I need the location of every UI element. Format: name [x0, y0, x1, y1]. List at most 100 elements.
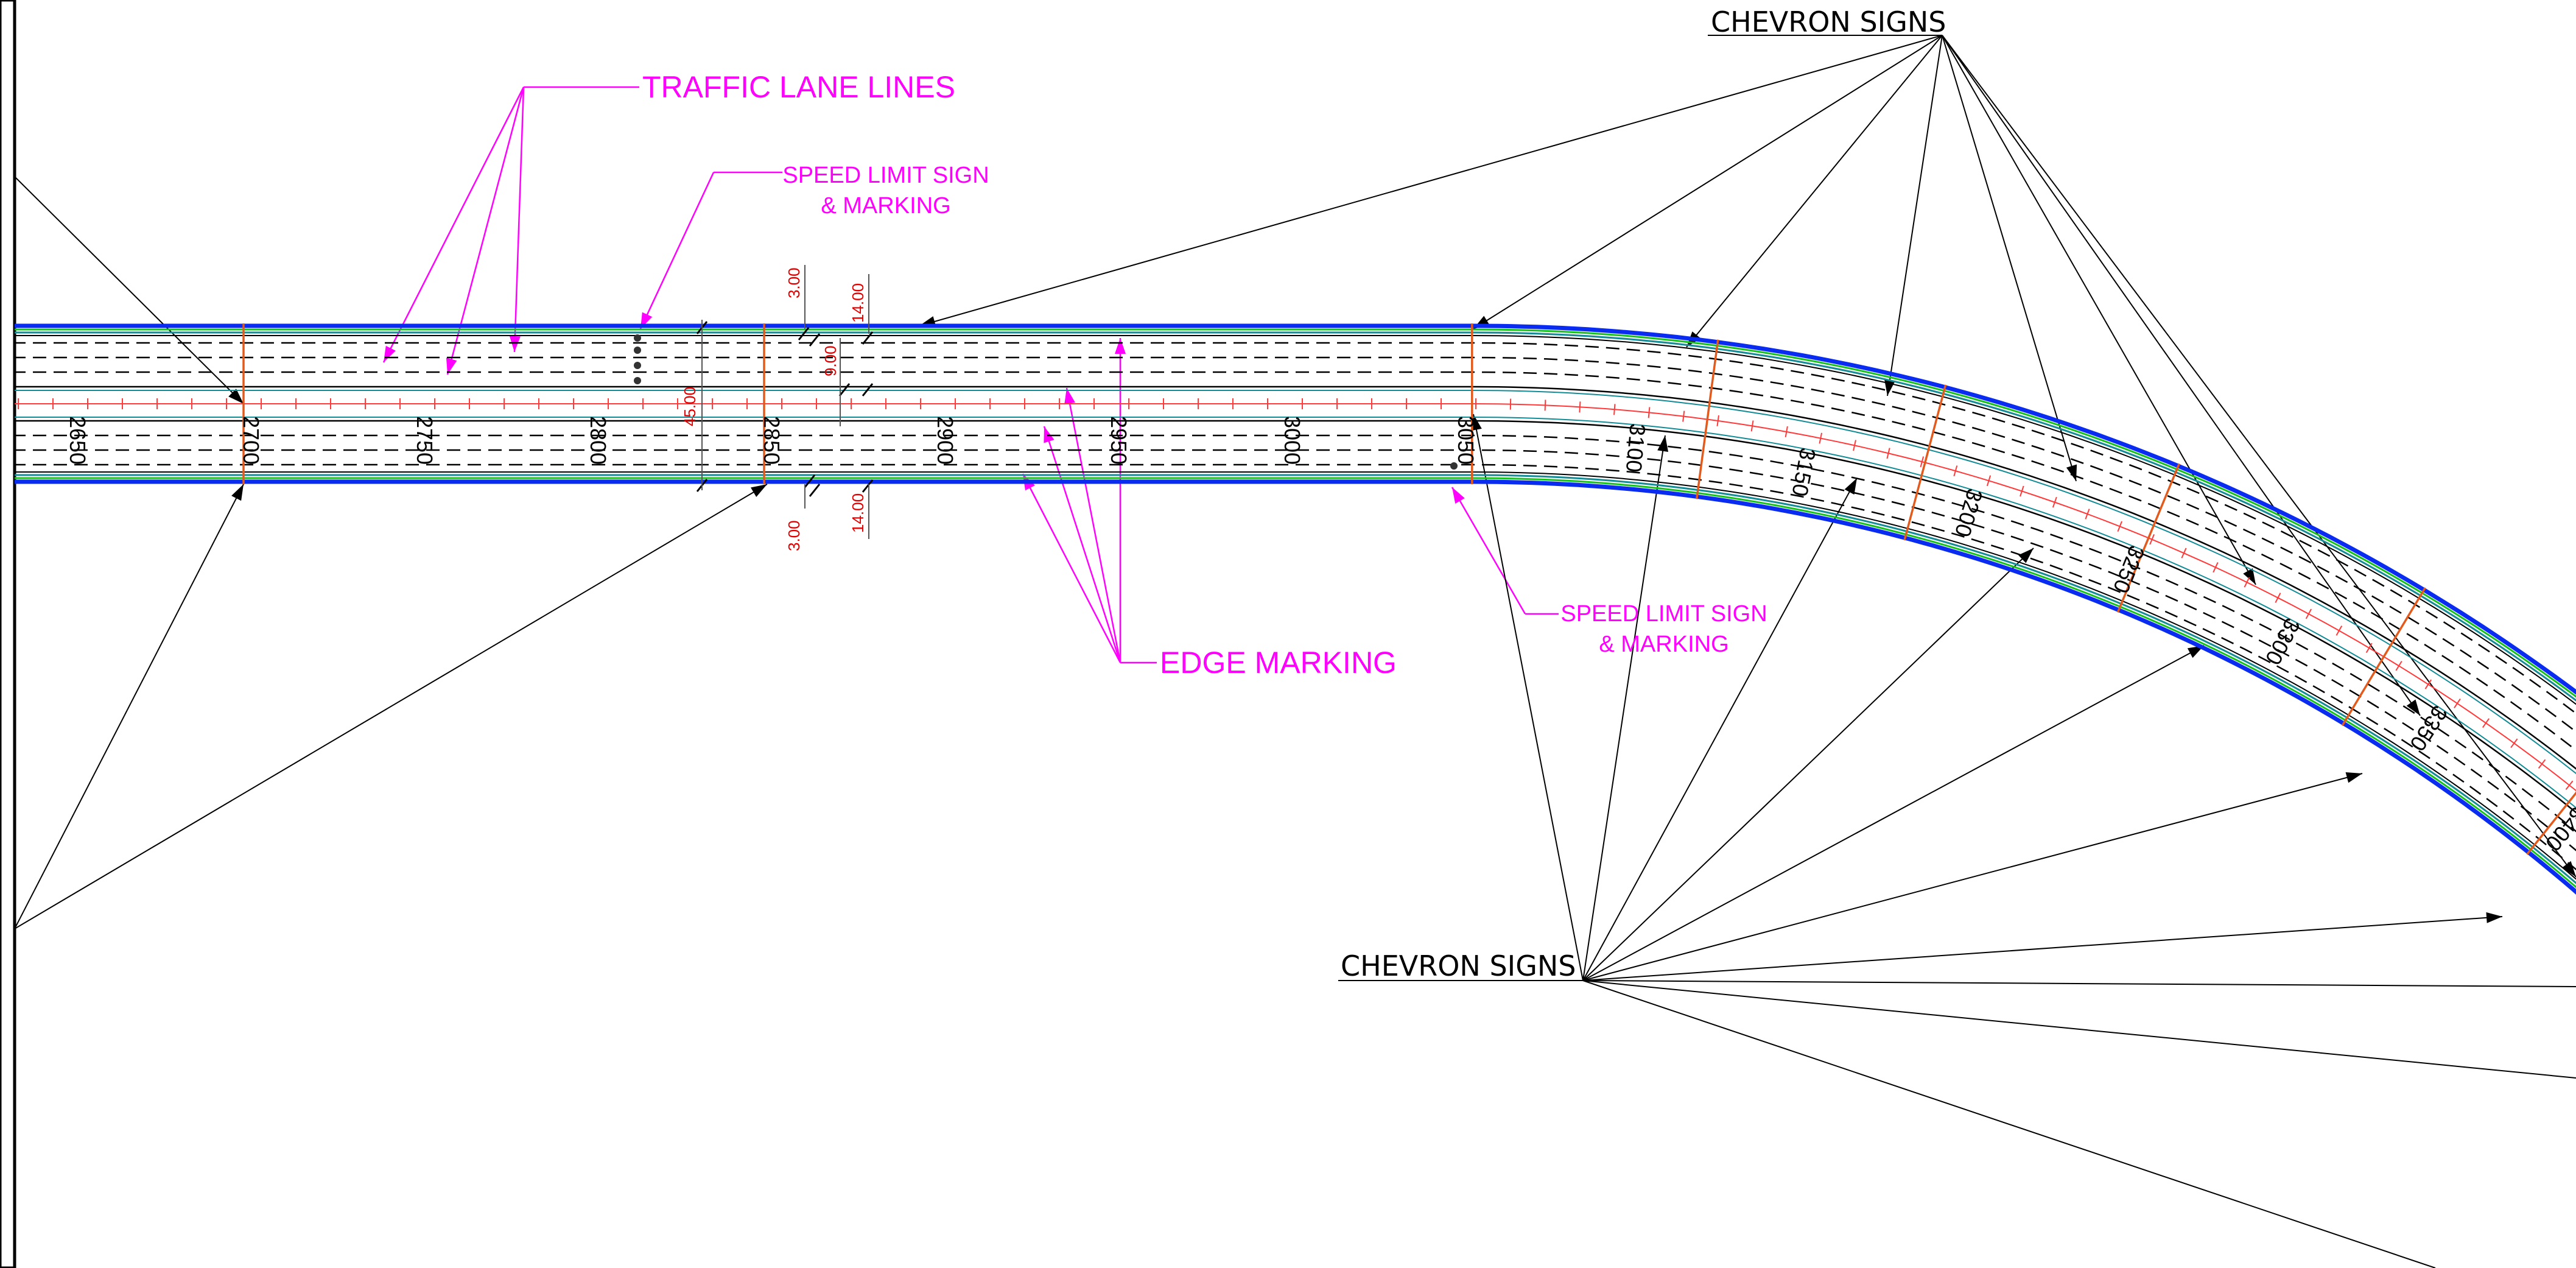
chainage-label: 2900	[933, 416, 958, 465]
road-layer	[15, 323, 2576, 895]
centerline-tick	[1579, 401, 1581, 413]
chevron-top-leader-arrowhead	[1884, 379, 1895, 396]
chevron-bottom-leader	[1473, 414, 1584, 981]
centerline	[15, 403, 2576, 792]
centerline-tick	[2424, 679, 2432, 689]
drawing-frame-left-border	[0, 0, 16, 1268]
traffic-lane-leader-arrowhead	[509, 336, 521, 352]
edge-marking-leader-arrowhead	[1064, 388, 1075, 405]
dimension-top-offset-b: 14.00	[849, 283, 867, 323]
chevron-top-leader-arrowhead	[2406, 699, 2420, 716]
chevron-bottom-leader-arrowhead	[2187, 646, 2204, 658]
chevron-top-leader-arrowhead	[2243, 568, 2256, 585]
left-leader-lower	[15, 484, 244, 929]
break-mark	[798, 327, 810, 340]
traffic-lane-line	[15, 356, 2576, 733]
leader-lines-layer	[15, 35, 2576, 1268]
traffic-lane-line	[15, 342, 2576, 714]
centerline-tick	[2213, 562, 2219, 573]
chainage-label: 2650	[65, 416, 90, 465]
chevron-signs-label-bottom: CHEVRON SIGNS	[1341, 949, 1576, 982]
chevron-top-leader-arrowhead	[2066, 464, 2077, 481]
chevron-bottom-leader-arrowhead	[1657, 435, 1669, 453]
centerline-tick	[2275, 593, 2281, 604]
traffic-lane-lines-label: TRAFFIC LANE LINES	[642, 70, 955, 104]
chevron-top-leader	[1942, 35, 2077, 482]
left-leader-lower-long	[15, 484, 768, 929]
road-edge-line	[15, 474, 2576, 884]
road-edge-line	[15, 477, 2576, 889]
annotation-layer	[634, 334, 1458, 470]
centerline-tick	[2052, 496, 2057, 508]
left-leader-upper-arrowhead	[228, 389, 244, 404]
chainage-label: 3000	[1280, 416, 1305, 465]
left-leader-upper	[15, 176, 244, 404]
centerline-tick	[2395, 661, 2402, 671]
traffic-lane-line	[15, 434, 2576, 833]
speed-limit-leader	[639, 172, 715, 329]
break-mark	[862, 383, 874, 396]
road-edge-line	[15, 335, 2576, 705]
traffic-lane-line	[15, 371, 2576, 752]
edge-marking-leader	[1043, 426, 1121, 663]
speed-limit-leader-2-arrowhead	[1452, 487, 1465, 504]
centerline-tick	[1750, 420, 1754, 432]
chevron-bottom-leader-arrowhead	[2486, 912, 2502, 923]
centerline-tick	[1682, 410, 1685, 422]
chevron-top-leader	[1942, 35, 2576, 878]
chainage-label: 3100	[1621, 423, 1651, 473]
speed-limit-sign-label-bottom-line1: SPEED LIMIT SIGN	[1560, 601, 1767, 627]
chainage-label: 3050	[1453, 416, 1478, 465]
centerline-tick	[1613, 404, 1616, 415]
dimension-bottom-offset-b: 14.00	[849, 493, 867, 533]
chevron-bottom-leader-arrowhead	[1471, 414, 1482, 431]
chevron-bottom-leader	[1582, 435, 1666, 981]
left-leader-lower-arrowhead	[231, 484, 244, 501]
centerline-tick	[2538, 759, 2546, 769]
left-leader-lower-long-arrowhead	[751, 484, 767, 497]
centerline-tick	[2482, 718, 2490, 728]
chevron-bottom-leader	[1582, 645, 2205, 981]
section-cuts-layer	[242, 321, 2576, 855]
chainage-label: 3250	[2108, 542, 2150, 597]
edge-marking-leader	[1065, 387, 1121, 663]
centerline-tick	[1953, 465, 1958, 477]
chevron-bottom-leader	[1582, 477, 1858, 981]
chainage-label: 2950	[1106, 416, 1131, 465]
section-cut-line	[1696, 339, 1719, 499]
chainage-label: 2800	[586, 416, 611, 465]
centerline-tick	[2149, 534, 2155, 545]
traffic-lane-line	[15, 449, 2576, 851]
centerline-tick	[1785, 426, 1788, 437]
centerline-tick	[2565, 780, 2574, 790]
centerline-tick	[1886, 448, 1890, 459]
speed-limit-sign-label-bottom-line2: & MARKING	[1599, 632, 1728, 657]
road-edge-line	[15, 479, 2576, 895]
chevron-top-leader-arrowhead	[2562, 861, 2576, 877]
centerline-tick	[2365, 643, 2373, 653]
road-edge-line	[15, 328, 2576, 698]
chevron-bottom-leader	[1582, 916, 2503, 981]
median-line	[15, 420, 2576, 814]
section-cut-line	[1903, 384, 1947, 541]
dimension-center-offset: 9.00	[821, 345, 840, 376]
centerline-tick	[1920, 456, 1925, 468]
chevron-bottom-leader-arrowhead	[2345, 772, 2362, 783]
dimension-top-offset-a: 3.00	[785, 267, 803, 298]
chevron-top-leader	[919, 35, 1943, 326]
centerline-tick	[1544, 400, 1546, 411]
break-mark	[838, 383, 851, 396]
median-line	[15, 386, 2576, 770]
chevron-top-leader	[1942, 35, 2421, 716]
speed-limit-marking-dot	[1450, 462, 1458, 470]
traffic-lane-leader	[446, 86, 525, 375]
chevron-bottom-leader-arrowhead	[2018, 548, 2034, 563]
centerline-tick	[1853, 440, 1856, 451]
median-line	[15, 417, 2576, 809]
edge-marking-leader	[1022, 473, 1121, 663]
break-mark	[809, 333, 821, 347]
speed-limit-marking-dot	[634, 347, 641, 354]
traffic-lane-leader-arrowhead	[384, 345, 396, 362]
traffic-lane-leader-arrowhead	[446, 358, 457, 375]
